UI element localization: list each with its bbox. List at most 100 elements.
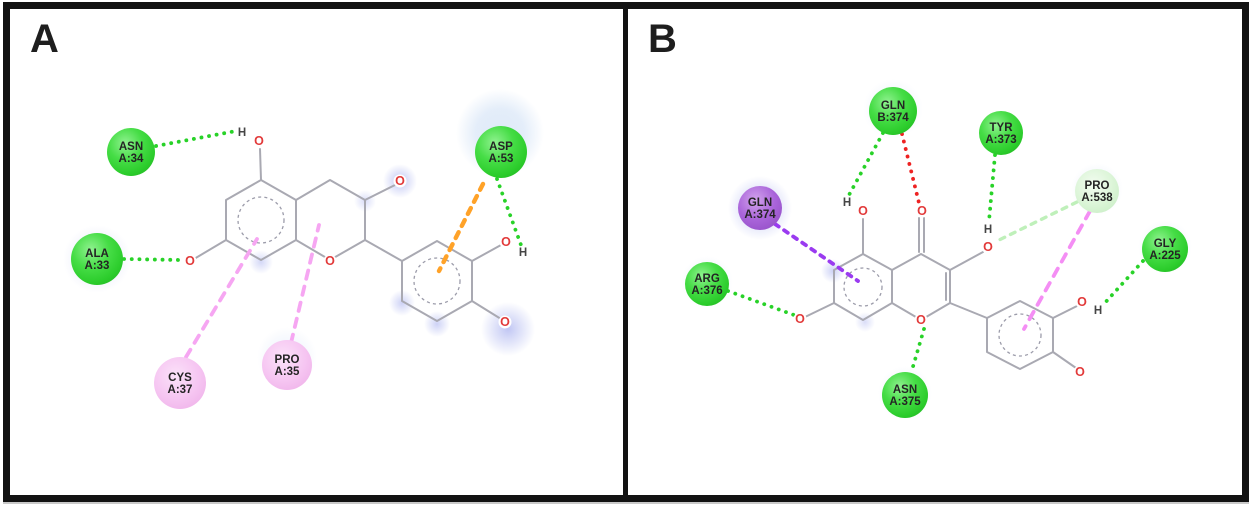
svg-text:O: O: [858, 204, 868, 218]
residue-pro-a538: PRO A:538: [1075, 169, 1119, 213]
svg-text:ARG: ARG: [694, 273, 720, 285]
bond-c2-b: [949, 302, 988, 319]
atom-h3p: H: [517, 246, 529, 259]
svg-text:ASP: ASP: [489, 141, 513, 153]
ring-a: [225, 179, 297, 261]
panel-b-label: B: [648, 17, 677, 61]
svg-text:GLN: GLN: [748, 197, 772, 209]
atom-h3: H: [982, 223, 994, 236]
svg-text:O: O: [1077, 295, 1087, 309]
residue-ala-a33: ALA A:33: [71, 233, 123, 285]
svg-text:H: H: [519, 247, 527, 259]
svg-text:A:33: A:33: [85, 260, 110, 272]
atom-o3: O: [393, 174, 407, 188]
atom-o4p: O: [498, 315, 512, 329]
panel-a-label: A: [30, 17, 59, 61]
bond-c2-b: [364, 239, 403, 262]
ring-b-halo-1: [389, 290, 415, 316]
atom-o4: O: [915, 204, 929, 218]
interactions-b: [726, 125, 1145, 372]
panel-a-diagram: H O O O O O H O ASN A:34 ALA: [63, 89, 544, 409]
pi-cys37-line: [184, 237, 259, 359]
hbond-gly225-h3p-line: [1101, 259, 1145, 307]
atom-o3p: O: [499, 235, 513, 249]
pi-pro538-ringb-line: [1022, 209, 1092, 331]
svg-text:O: O: [795, 312, 805, 326]
figure-frame: A: [3, 2, 1249, 502]
ligand-molecule-b: [804, 217, 1078, 370]
atom-h5: H: [841, 196, 853, 209]
hbond-ala33-line: [122, 257, 182, 262]
residue-asn-a34: ASN A:34: [107, 128, 155, 176]
svg-text:O: O: [254, 134, 264, 148]
svg-text:O: O: [501, 235, 511, 249]
svg-text:O: O: [916, 313, 926, 327]
svg-text:A:35: A:35: [275, 366, 301, 378]
svg-text:TYR: TYR: [990, 122, 1014, 134]
svg-text:A:225: A:225: [1149, 250, 1181, 262]
bond-3po: [471, 244, 502, 262]
atom-o5: O: [252, 134, 266, 148]
residue-pro-a35: PRO A:35: [262, 340, 312, 390]
bond-7o: [193, 239, 227, 260]
aromatic-circle-ring-b: [998, 313, 1042, 357]
atom-o1: O: [914, 313, 928, 327]
aromatic-circle-ring-a: [843, 267, 883, 307]
atom-o7: O: [183, 254, 197, 268]
svg-text:A:53: A:53: [489, 153, 514, 165]
charge-asp53-line: [436, 181, 486, 274]
ring-a: [833, 253, 893, 321]
svg-text:A:374: A:374: [744, 209, 776, 221]
atom-o7: O: [793, 312, 807, 326]
unfavorable-gln374b-o4-line: [900, 132, 922, 209]
residue-tyr-a373: TYR A:373: [979, 111, 1023, 155]
svg-text:PRO: PRO: [275, 354, 300, 366]
bond-5oh: [259, 148, 262, 181]
panel-b-diagram: H O O H O O O O H O GLN B:374: [681, 79, 1192, 420]
hbond-gln374b-h5-line: [847, 131, 885, 197]
svg-text:ALA: ALA: [85, 248, 109, 260]
svg-text:A:375: A:375: [889, 396, 921, 408]
ring-c: [295, 179, 366, 261]
interactions-a: [122, 129, 523, 359]
svg-text:H: H: [1094, 305, 1102, 317]
hbond-asn375-o1-line: [910, 327, 926, 372]
svg-text:O: O: [500, 315, 510, 329]
svg-text:ASN: ASN: [119, 141, 143, 153]
atom-o3p: O: [1075, 295, 1089, 309]
svg-text:O: O: [185, 254, 195, 268]
svg-text:O: O: [395, 174, 405, 188]
panel-divider: [623, 9, 628, 495]
bond-3o: [364, 183, 398, 201]
hbond-asn34-line: [154, 129, 238, 148]
halo-blobs-b: [681, 79, 1192, 420]
svg-text:A:538: A:538: [1081, 192, 1113, 204]
residue-gln-a374: GLN A:374: [738, 186, 782, 230]
ligand-molecule-a: [193, 148, 502, 322]
svg-text:PRO: PRO: [1085, 180, 1110, 192]
hbond-arg376-o7-line: [726, 289, 796, 317]
svg-text:A:373: A:373: [985, 134, 1016, 146]
svg-text:H: H: [238, 127, 246, 139]
pi-gln374a-ringa-line: [773, 222, 860, 283]
svg-text:O: O: [1075, 365, 1085, 379]
svg-text:O: O: [983, 240, 993, 254]
atom-o4p: O: [1073, 365, 1087, 379]
svg-text:A:34: A:34: [119, 153, 145, 165]
hbond-tyr373-h3-line: [987, 153, 997, 223]
svg-text:GLY: GLY: [1154, 238, 1177, 250]
residue-asn-a375: ASN A:375: [882, 372, 928, 418]
svg-text:B:374: B:374: [877, 112, 909, 124]
bond-3o: [949, 251, 984, 271]
svg-text:A:376: A:376: [691, 285, 722, 297]
residue-cys-a37: CYS A:37: [154, 357, 206, 409]
atom-o3: O: [981, 240, 995, 254]
svg-text:O: O: [325, 254, 335, 268]
svg-text:H: H: [843, 197, 851, 209]
atom-h5: H: [236, 126, 248, 139]
atom-labels-a: H O O O O O H O: [183, 126, 529, 329]
residue-gln-b374: GLN B:374: [869, 87, 917, 135]
residue-gly-a225: GLY A:225: [1142, 226, 1188, 272]
bond-3po: [1052, 305, 1078, 319]
